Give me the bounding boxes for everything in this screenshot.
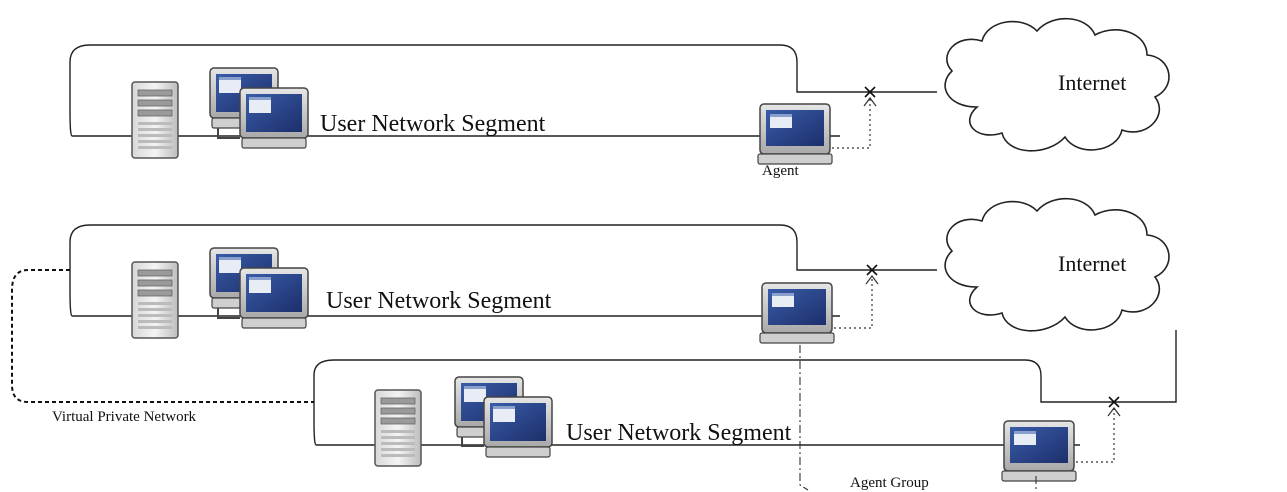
- top-segment-label: User Network Segment: [320, 111, 546, 137]
- bottom-internet-label: Internet: [1058, 251, 1126, 276]
- top-internet-label: Internet: [1058, 70, 1126, 95]
- agent-computer-icon: [757, 103, 833, 165]
- agent-group-label: Agent Group: [850, 475, 929, 491]
- blocked-x-icon: [866, 264, 878, 276]
- agent-group-bracket: [799, 345, 1037, 491]
- server-tower-icon: [131, 261, 179, 339]
- bottom-segment2-outline: [313, 330, 1177, 446]
- bottom-diagram: User Network Segment Internet User Netwo…: [11, 197, 1177, 491]
- bottom-segment1-label: User Network Segment: [326, 288, 552, 314]
- agent-computer-icon: [759, 282, 835, 344]
- desktop-computer-icon: [239, 87, 309, 149]
- vpn-label: Virtual Private Network: [52, 409, 197, 425]
- desktop-computer-icon: [239, 267, 309, 329]
- blocked-x-icon: [1108, 396, 1120, 408]
- bottom-segment2-label: User Network Segment: [566, 420, 792, 446]
- blocked-x-icon: [864, 86, 876, 98]
- bottom-segment1-outline: [69, 224, 870, 317]
- desktop-computer-icon: [483, 396, 553, 458]
- top-diagram: User Network Segment Agent Internet: [69, 17, 1170, 179]
- top-segment-outline: [69, 44, 870, 137]
- agent-label: Agent: [762, 163, 799, 179]
- server-tower-icon: [374, 389, 422, 467]
- server-tower-icon: [131, 81, 179, 159]
- agent-computer-icon: [1001, 420, 1077, 482]
